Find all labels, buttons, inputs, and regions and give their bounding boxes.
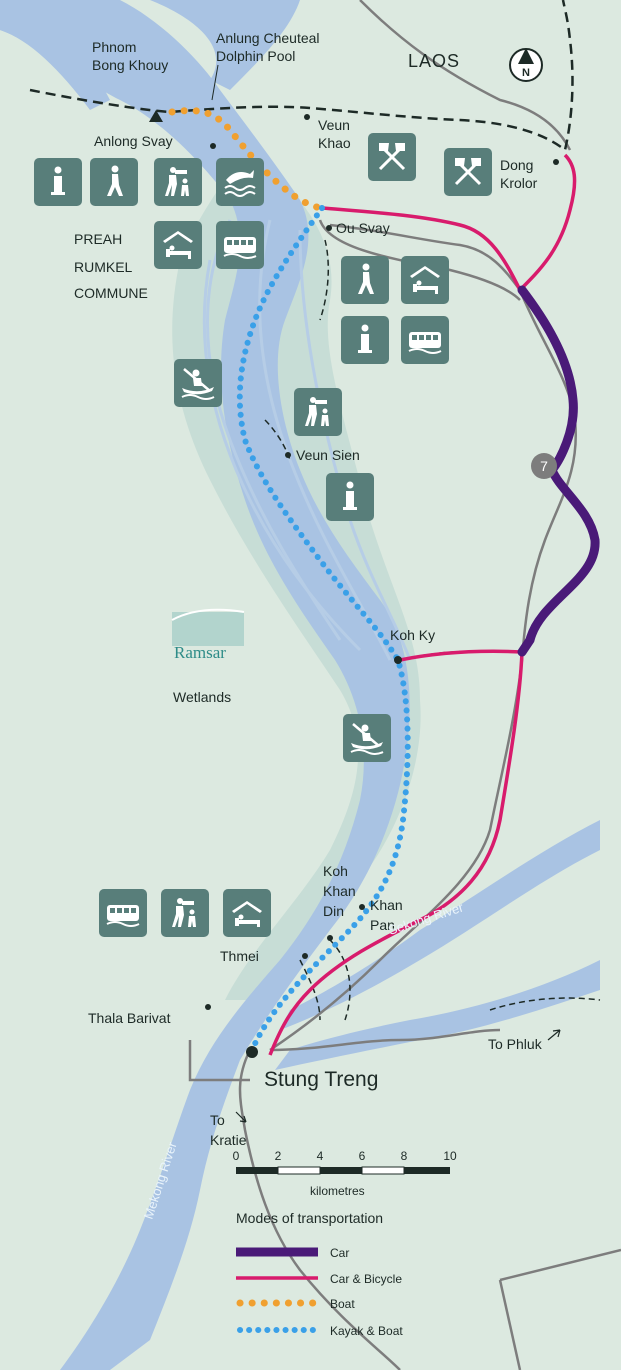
bus-icon — [99, 889, 147, 937]
icon-group-ou-svay — [341, 256, 449, 364]
label-preah-2: RUMKEL — [74, 259, 133, 275]
icon-group-north — [34, 158, 264, 269]
scale-tick-2: 2 — [275, 1149, 282, 1163]
legend-label-boat: Boat — [330, 1297, 355, 1311]
kayak-icon — [343, 714, 391, 762]
icon-group-mid — [174, 359, 391, 762]
label-anlong-svay: Anlong Svay — [94, 133, 173, 149]
arrow-to-kratie — [235, 1111, 247, 1123]
scale-tick-6: 6 — [359, 1149, 366, 1163]
scale-tick-4: 4 — [317, 1149, 324, 1163]
eco-label: eco — [239, 893, 255, 903]
label-anlung-2: Dolphin Pool — [216, 48, 295, 64]
label-veun-khao-2: Khao — [318, 135, 351, 151]
kayak-boat-route — [236, 205, 411, 1053]
scale-unit-label: kilometres — [310, 1184, 365, 1198]
label-koh-ky: Koh Ky — [390, 627, 435, 643]
legend-title: Modes of transportation — [236, 1210, 383, 1226]
label-to-kratie-2: Kratie — [210, 1132, 247, 1148]
label-ramsar-wetlands: Wetlands — [173, 689, 231, 705]
scale-tick-8: 8 — [401, 1149, 408, 1163]
mekong-river — [0, 0, 410, 1370]
road-number-label: 7 — [540, 458, 548, 474]
ramsar-logo-text: Ramsar — [174, 643, 226, 662]
mekong-upper-flow — [150, 0, 300, 90]
birdwatching-icon — [294, 388, 342, 436]
label-preah-1: PREAH — [74, 231, 122, 247]
ramsar-logo: Ramsar — [171, 608, 245, 662]
label-anlung-1: Anlung Cheuteal — [216, 30, 320, 46]
icon-group-border — [368, 133, 492, 196]
international-border — [29, 0, 574, 153]
sekong-river — [280, 820, 600, 1030]
label-khan-pan-1: Khan — [370, 897, 403, 913]
label-koh-khan-1: Koh — [323, 863, 348, 879]
label-thmei: Thmei — [220, 948, 259, 964]
country-label-laos: LAOS — [408, 51, 460, 71]
kayak-icon — [174, 359, 222, 407]
label-preah-3: COMMUNE — [74, 285, 148, 301]
label-stung-treng: Stung Treng — [264, 1068, 378, 1091]
label-thala-barivat: Thala Barivat — [88, 1010, 171, 1026]
info-icon — [326, 473, 374, 521]
homestay-icon — [401, 256, 449, 304]
legend-label-kayak-boat: Kayak & Boat — [330, 1324, 403, 1338]
pointer-dolphin-pool — [211, 64, 219, 101]
eco-homestay-icon: eco — [223, 889, 271, 937]
label-dong-krolor-2: Krolor — [500, 175, 538, 191]
place-markers — [205, 114, 559, 1058]
legend-label-car-bicycle: Car & Bicycle — [330, 1272, 402, 1286]
hiking-icon — [90, 158, 138, 206]
birdwatching-icon — [161, 889, 209, 937]
label-khan-pan-2: Pan — [370, 917, 395, 933]
label-phnom-1: Phnom — [92, 39, 136, 55]
legend-label-car: Car — [330, 1246, 349, 1260]
road-number-badge: 7 — [531, 453, 557, 479]
north-label: N — [522, 67, 530, 79]
scale-tick-10: 10 — [443, 1149, 457, 1163]
arrow-to-phluk — [547, 1029, 561, 1041]
label-koh-khan-2: Khan — [323, 883, 356, 899]
bus-icon — [401, 316, 449, 364]
mountain-peak-marker — [149, 110, 163, 122]
info-icon — [34, 158, 82, 206]
label-dong-krolor-1: Dong — [500, 157, 533, 173]
crossed-flags-icon — [444, 148, 492, 196]
icon-group-south: eco — [99, 889, 271, 937]
label-koh-khan-3: Din — [323, 903, 344, 919]
scale-tick-0: 0 — [233, 1149, 240, 1163]
car-bicycle-routes — [268, 153, 577, 1056]
label-ou-svay: Ou Svay — [336, 220, 390, 236]
label-to-kratie-1: To — [210, 1112, 225, 1128]
label-to-phluk: To Phluk — [488, 1036, 543, 1052]
legend: Modes of transportation Car Car & Bicycl… — [236, 1210, 403, 1338]
label-phnom-2: Bong Khouy — [92, 57, 168, 73]
north-arrow: N — [509, 48, 543, 82]
birdwatching-icon — [154, 158, 202, 206]
label-veun-khao-1: Veun — [318, 117, 350, 133]
homestay-icon — [154, 221, 202, 269]
crossed-flags-icon — [368, 133, 416, 181]
info-icon — [341, 316, 389, 364]
mekong-north-channel — [0, 0, 110, 110]
hiking-icon — [341, 256, 389, 304]
scale-bar: 0 2 4 6 8 10 kilometres — [233, 1149, 457, 1198]
dolphin-boat-icon — [216, 158, 264, 206]
label-veun-sien: Veun Sien — [296, 447, 360, 463]
bus-icon — [216, 221, 264, 269]
